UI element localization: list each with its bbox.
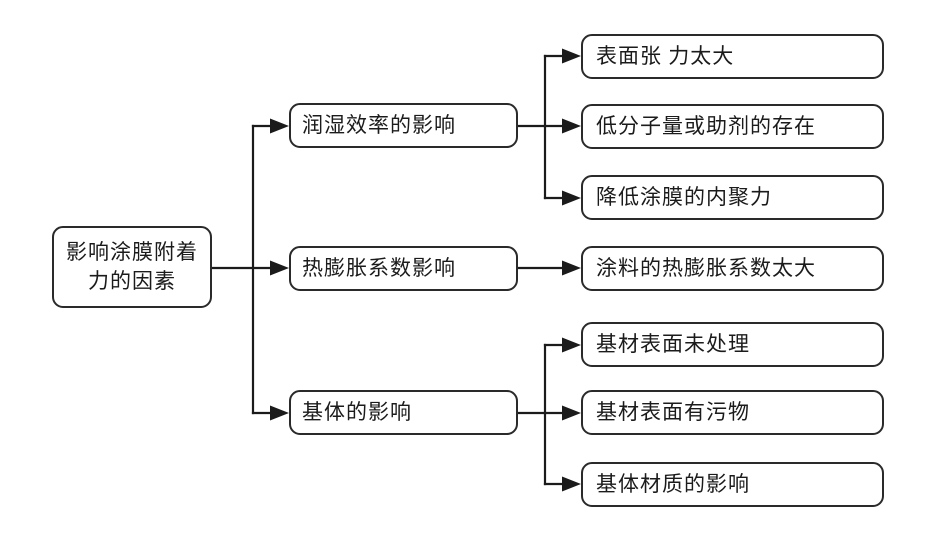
leaf-node-label: 降低涂膜的内聚力 (596, 184, 772, 209)
leaf-node-label: 涂料的热膨胀系数太大 (596, 255, 816, 280)
leaf-node-cohesion-reduction: 降低涂膜的内聚力 (581, 175, 884, 220)
leaf-node-label: 基材表面未处理 (596, 331, 750, 356)
leaf-node-label: 低分子量或助剂的存在 (596, 113, 816, 138)
leaf-node-substrate-material: 基体材质的影响 (581, 462, 884, 507)
leaf-node-surface-contaminated: 基材表面有污物 (581, 390, 884, 435)
leaf-node-surface-tension: 表面张 力太大 (581, 34, 884, 79)
root-node-adhesion-factors: 影响涂膜附着力的因素 (52, 226, 212, 308)
branch-node-label: 热膨胀系数影响 (302, 255, 456, 280)
leaf-node-label: 基材表面有污物 (596, 399, 750, 424)
branch-node-substrate: 基体的影响 (289, 390, 518, 435)
leaf-node-surface-untreated: 基材表面未处理 (581, 322, 884, 367)
root-node-label: 影响涂膜附着力的因素 (66, 239, 198, 293)
leaf-node-coating-expansion-too-large: 涂料的热膨胀系数太大 (581, 246, 884, 291)
leaf-node-low-molecular-weight: 低分子量或助剂的存在 (581, 104, 884, 149)
branch-node-wetting-efficiency: 润湿效率的影响 (289, 103, 518, 148)
branch-node-thermal-expansion: 热膨胀系数影响 (289, 246, 518, 291)
branch-node-label: 基体的影响 (302, 399, 412, 424)
leaf-node-label: 表面张 力太大 (596, 43, 735, 68)
branch-node-label: 润湿效率的影响 (302, 112, 456, 137)
leaf-node-label: 基体材质的影响 (596, 471, 750, 496)
